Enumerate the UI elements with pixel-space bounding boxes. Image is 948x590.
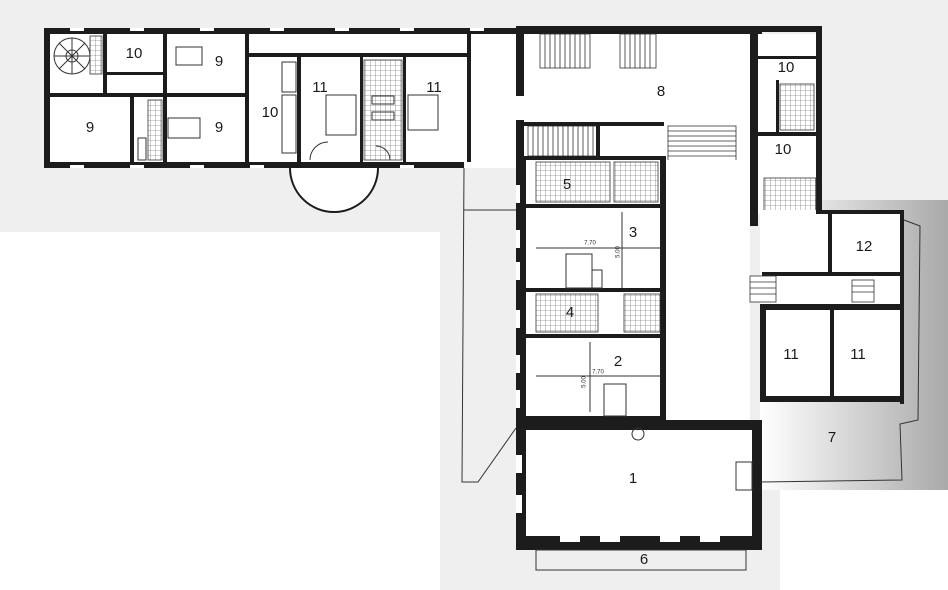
dimension-room2-depth: 5.00 [582, 376, 588, 388]
room-label-10-east-lower: 10 [775, 141, 792, 158]
dimension-room3-width: 7.70 [584, 241, 596, 247]
room-label-9-west: 9 [86, 119, 94, 136]
room-label-2: 2 [614, 353, 622, 370]
room-label-12: 12 [856, 238, 873, 255]
room-label-5: 5 [563, 176, 571, 193]
room-label-8: 8 [657, 83, 665, 100]
room-label-11-right: 11 [426, 79, 442, 96]
room-label-9-northwest: 9 [215, 53, 223, 70]
great-hall [516, 420, 762, 571]
room-label-11-east-left: 11 [783, 346, 799, 363]
south-spine [461, 156, 750, 483]
room-label-11-east-right: 11 [850, 346, 866, 363]
north-wing [44, 28, 522, 168]
room-label-10-east-upper: 10 [778, 59, 795, 76]
room-label-7: 7 [828, 429, 836, 446]
room-label-6: 6 [640, 551, 648, 568]
dimension-room2-width: 7.70 [592, 370, 604, 376]
room-label-10-center: 10 [262, 104, 279, 121]
room-label-1: 1 [629, 470, 637, 487]
room-label-10-northwest: 10 [126, 45, 143, 62]
room-label-9-center: 9 [215, 119, 223, 136]
central-block [516, 26, 762, 226]
dimension-room3-depth: 5.00 [616, 246, 622, 258]
room-label-3: 3 [629, 224, 637, 241]
east-wing [749, 26, 921, 483]
bay-window [289, 167, 379, 213]
room-label-4: 4 [566, 304, 574, 321]
room-label-11-left: 11 [312, 79, 328, 96]
